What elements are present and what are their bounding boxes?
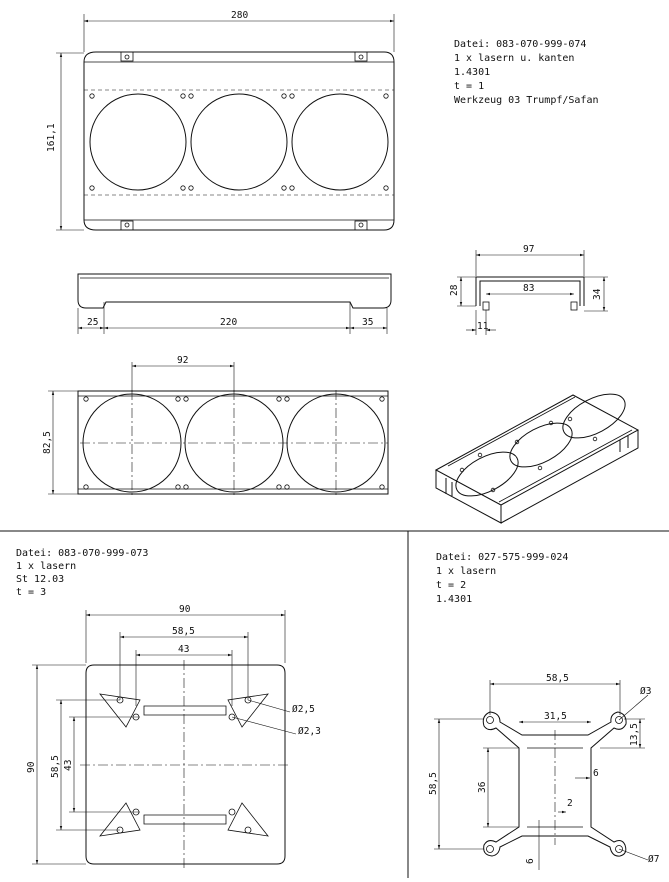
right-info-line4: 1.4301 [436, 594, 472, 605]
dim-92: 92 [177, 355, 188, 366]
dim-clip-31-5: 31,5 [544, 711, 567, 722]
dim-dia-2-3: Ø2,3 [298, 726, 321, 737]
view-isometric [434, 393, 640, 524]
dim-220: 220 [220, 317, 237, 328]
dim-clip-2: 2 [567, 798, 573, 809]
left-info-line2: 1 x lasern [16, 561, 76, 572]
dim-82-5: 82,5 [42, 431, 53, 454]
dim-clip-dia-3: Ø3 [640, 686, 651, 697]
dim-11: 11 [477, 321, 489, 332]
dim-plate-43: 43 [178, 644, 189, 655]
dim-clip-height: 58,5 [428, 772, 439, 795]
view-flat-pattern: 92 82,5 [42, 355, 389, 496]
dim-35: 35 [362, 317, 373, 328]
right-info-line1: Datei: 027-575-999-024 [436, 552, 568, 563]
dim-clip-6: 6 [593, 768, 599, 779]
right-info-line2: 1 x lasern [436, 566, 496, 577]
left-info-block: Datei: 083-070-999-073 1 x lasern St 12.… [16, 548, 148, 598]
right-info-line3: t = 2 [436, 580, 466, 591]
dim-clip-dia-7: Ø7 [648, 854, 659, 865]
dim-34: 34 [592, 288, 603, 300]
dim-25: 25 [87, 317, 98, 328]
top-info-block: Datei: 083-070-999-074 1 x lasern u. kan… [454, 39, 599, 106]
view-side: 25 220 35 [77, 273, 392, 334]
dim-dia-2-5: Ø2,5 [292, 704, 315, 715]
left-info-line3: St 12.03 [16, 574, 64, 585]
dim-plate-90: 90 [179, 604, 191, 615]
dim-83: 83 [523, 283, 534, 294]
top-info-line4: t = 1 [454, 81, 484, 92]
dim-280: 280 [231, 10, 248, 21]
dim-plate-43-v: 43 [63, 760, 74, 771]
top-info-line2: 1 x lasern u. kanten [454, 53, 574, 64]
top-info-line5: Werkzeug 03 Trumpf/Safan [454, 95, 599, 106]
right-info-block: Datei: 027-575-999-024 1 x lasern t = 2 … [436, 552, 568, 605]
dim-clip-foot: 6 [525, 858, 536, 864]
dim-97: 97 [523, 244, 534, 255]
view-clip-bracket: 58,5 31,5 58,5 36 13,5 6 2 6 Ø3 Ø7 [428, 673, 659, 870]
dim-28: 28 [449, 284, 460, 296]
view-top-plan: 280 161,1 [46, 10, 395, 231]
dim-clip-58-5: 58,5 [546, 673, 569, 684]
view-front: 97 83 28 34 11 [449, 244, 608, 335]
dim-plate-58-5-v: 58,5 [50, 755, 61, 778]
left-info-line1: Datei: 083-070-999-073 [16, 548, 148, 559]
dim-clip-36: 36 [477, 781, 488, 793]
top-info-line3: 1.4301 [454, 67, 490, 78]
top-info-line1: Datei: 083-070-999-074 [454, 39, 586, 50]
dim-161: 161,1 [46, 123, 57, 152]
left-info-line4: t = 3 [16, 587, 46, 598]
dim-clip-13-5: 13,5 [629, 723, 640, 746]
view-mount-plate: 90 58,5 43 90 58,5 43 [26, 604, 321, 870]
dim-plate-height: 90 [26, 761, 37, 773]
dim-plate-58-5: 58,5 [172, 626, 195, 637]
